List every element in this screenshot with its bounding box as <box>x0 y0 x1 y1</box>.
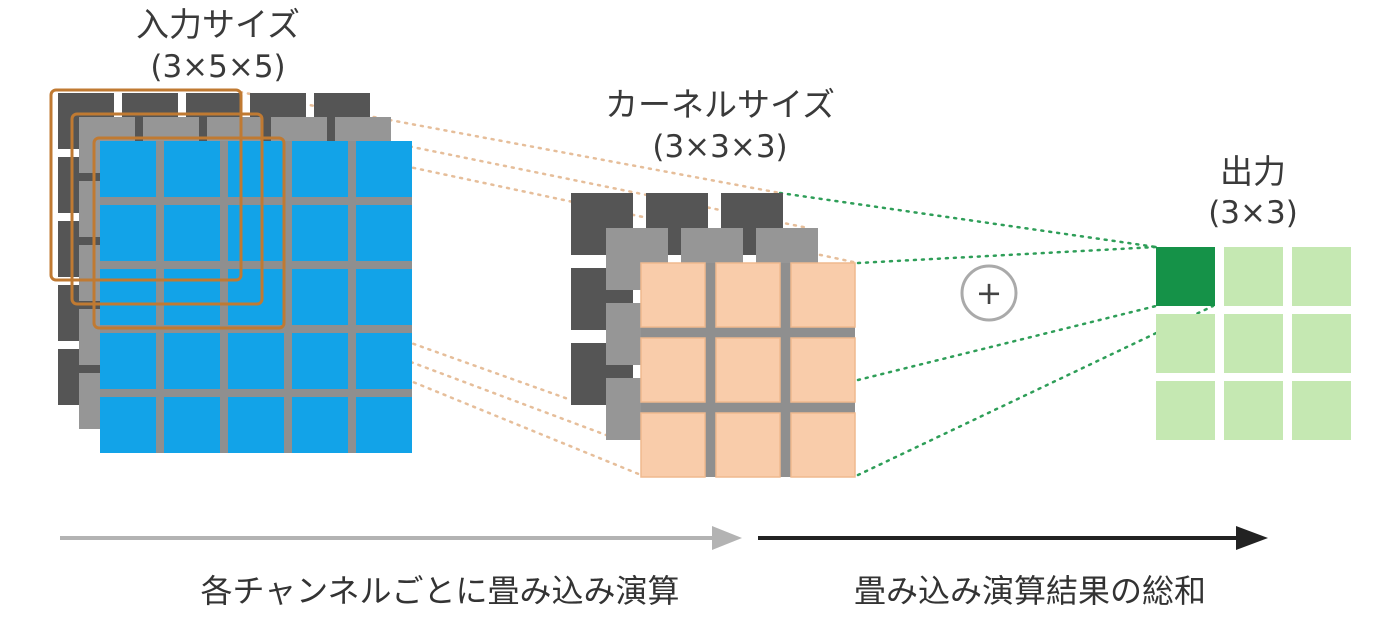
output-grid <box>1156 247 1351 440</box>
sum-node: + <box>960 264 1018 322</box>
kernel-channel-3-cell <box>715 337 781 403</box>
output-cell <box>1224 381 1283 440</box>
kernel-channel-3-cell <box>640 412 706 478</box>
input-channel-3-cell <box>292 205 348 261</box>
input-kernel-link-3 <box>259 114 810 230</box>
process-arrows <box>60 526 1268 550</box>
input-size: (3×5×5) <box>150 49 286 85</box>
output-size: (3×3) <box>1208 195 1298 231</box>
output-cell <box>1292 314 1351 373</box>
input-title: 入力サイズ <box>135 5 300 44</box>
input-channel-3-cell <box>356 397 412 453</box>
kernel-size: (3×3×3) <box>652 129 788 165</box>
kernel-channel-3-cell <box>790 412 856 478</box>
input-channel-3-cell <box>292 141 348 197</box>
input-kernel-link-1 <box>238 90 782 195</box>
output-cell <box>1292 247 1351 306</box>
output-cell <box>1224 247 1283 306</box>
kernel-tensor <box>571 193 856 478</box>
input-channel-3-cell <box>164 141 220 197</box>
output-cell <box>1292 381 1351 440</box>
output-cell <box>1156 381 1215 440</box>
input-channel-3-cell <box>292 397 348 453</box>
input-window-channel-3 <box>92 136 286 330</box>
input-kernel-link-4 <box>259 304 608 437</box>
kernel-channel-3-cell <box>640 337 706 403</box>
input-channel-3-cell <box>356 205 412 261</box>
input-channel-3-cell <box>100 205 156 261</box>
input-channel-3-cell <box>164 333 220 389</box>
input-channel-3-cell <box>228 397 284 453</box>
summation-caption: 畳み込み演算結果の総和 <box>853 572 1206 610</box>
per-channel-arrow-head <box>712 526 742 550</box>
kernel-channel-3-cell <box>790 337 856 403</box>
input-channel-3-cell <box>100 141 156 197</box>
input-channel-3-cell <box>228 141 284 197</box>
input-channel-3-cell <box>164 205 220 261</box>
sum-circle <box>960 264 1018 322</box>
input-window-channel-2 <box>70 112 264 306</box>
kernel-output-link-1 <box>778 191 1158 249</box>
input-channel-3-cell <box>292 333 348 389</box>
input-window-channel-1 <box>49 88 243 282</box>
input-channel-3-cell <box>228 269 284 325</box>
kernel-channel-3-cell <box>640 262 706 328</box>
output-highlight-cell <box>1156 247 1215 306</box>
kernel-channel-3-cell <box>715 262 781 328</box>
input-channel-3-cell <box>164 397 220 453</box>
input-channel-3-cell <box>292 269 348 325</box>
plus-icon: + <box>976 274 1003 312</box>
output-title: 出力 <box>1220 152 1286 191</box>
input-channel-3-cell <box>228 333 284 389</box>
input-channel-3-cell <box>356 269 412 325</box>
kernel-channel-3-cell <box>790 262 856 328</box>
input-channel-3-cell <box>228 205 284 261</box>
input-channel-3-cell <box>356 141 412 197</box>
kernel-channel-3-cell <box>715 412 781 478</box>
input-channel-3-cell <box>164 269 220 325</box>
kernel-output-link-3 <box>856 304 1158 382</box>
input-channel-3-cell <box>100 333 156 389</box>
input-tensor <box>49 88 412 453</box>
kernel-output-link-2 <box>856 245 1158 265</box>
summation-arrow-head <box>1236 526 1268 550</box>
input-channel-3-cell <box>356 333 412 389</box>
input-channel-3-cell <box>100 397 156 453</box>
input-channel-3-cell <box>100 269 156 325</box>
output-cell <box>1224 314 1283 373</box>
per-channel-caption: 各チャンネルごとに畳み込み演算 <box>200 572 680 610</box>
kernel-output-link-4 <box>856 304 1215 477</box>
kernel-title: カーネルサイズ <box>604 85 835 124</box>
output-cell <box>1156 314 1215 373</box>
